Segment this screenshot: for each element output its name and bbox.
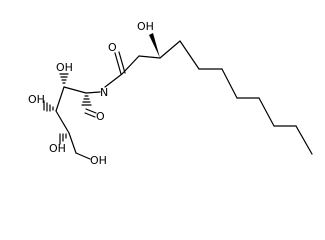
sugar-backbone	[55, 86, 91, 160]
stereo-wedge-oh-top	[149, 33, 160, 58]
atom-label-oh-c5: OH	[49, 142, 66, 155]
bond-c5-to-c6	[68, 132, 77, 154]
atom-label-oh-top: OH	[137, 20, 154, 33]
bond-c6-to-oh	[75, 152, 91, 160]
atom-label-oh-c3: OH	[56, 61, 73, 74]
bond-chain-1	[159, 40, 181, 59]
bond-chain-4	[221, 68, 238, 99]
bond-ch2-to-choh	[138, 55, 161, 59]
atom-label-aldehyde-o: O	[96, 110, 105, 123]
bond-chain-2	[179, 40, 200, 70]
bond-cho-double-b	[84, 112, 96, 118]
stereo-hash-c3-oh	[59, 73, 69, 84]
atom-label-oh-c6: OH	[90, 154, 107, 167]
stereo-hash-c5-oh	[59, 133, 67, 145]
amide-carbonyl	[114, 51, 126, 75]
atom-label-oh-c4: OH	[28, 93, 45, 106]
bond-chain-6	[258, 97, 275, 127]
aldehyde-group	[81, 95, 97, 118]
bond-c2-to-c3	[63, 86, 87, 94]
bond-cho-double-a	[85, 108, 97, 114]
bond-chain-8	[295, 125, 313, 155]
bond-c4-to-c5	[55, 110, 70, 134]
bond-carbonyl-to-n	[104, 73, 123, 88]
bond-co-double-b	[118, 51, 126, 74]
bond-co-double-a	[114, 52, 122, 75]
atom-label-amide-o: O	[108, 41, 117, 54]
atom-label-nh: N	[100, 86, 108, 99]
bond-n-to-c2	[85, 91, 101, 94]
stereo-hash-c4-oh	[43, 100, 54, 112]
chemical-structure: OH O OH N OH O OH OH	[28, 20, 313, 167]
acyl-chain	[121, 40, 313, 155]
bond-c3-to-c4	[55, 86, 65, 112]
